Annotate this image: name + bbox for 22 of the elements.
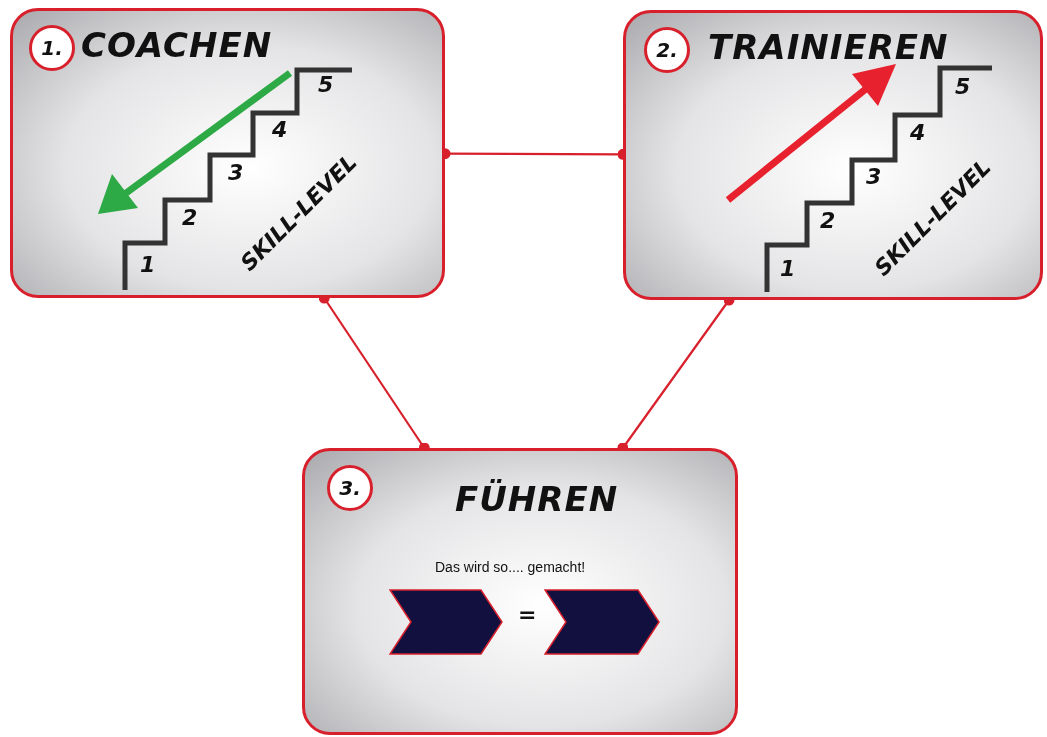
step-number: = (518, 602, 537, 627)
card (623, 10, 1043, 300)
step-number: 3 (228, 160, 244, 185)
number-badge: 1. (29, 25, 75, 71)
card (10, 8, 445, 298)
step-number: 2 (820, 208, 836, 233)
step-number: 2 (182, 205, 198, 230)
card-title: TRAINIEREN (708, 27, 949, 67)
step-number: 1 (780, 256, 796, 281)
chevron-shape (389, 589, 503, 655)
card-title: FÜHREN (455, 479, 619, 519)
chevron-shape (544, 589, 660, 655)
step-number: 5 (318, 72, 334, 97)
step-number: 4 (272, 117, 288, 142)
step-number: 4 (910, 120, 926, 145)
step-number: 5 (955, 74, 971, 99)
card-title: COACHEN (81, 25, 273, 65)
card (302, 448, 738, 735)
step-number: 1 (140, 252, 156, 277)
number-badge: 2. (644, 27, 690, 73)
card-text: Das wird so.... gemacht! (435, 559, 586, 575)
number-badge: 3. (327, 465, 373, 511)
